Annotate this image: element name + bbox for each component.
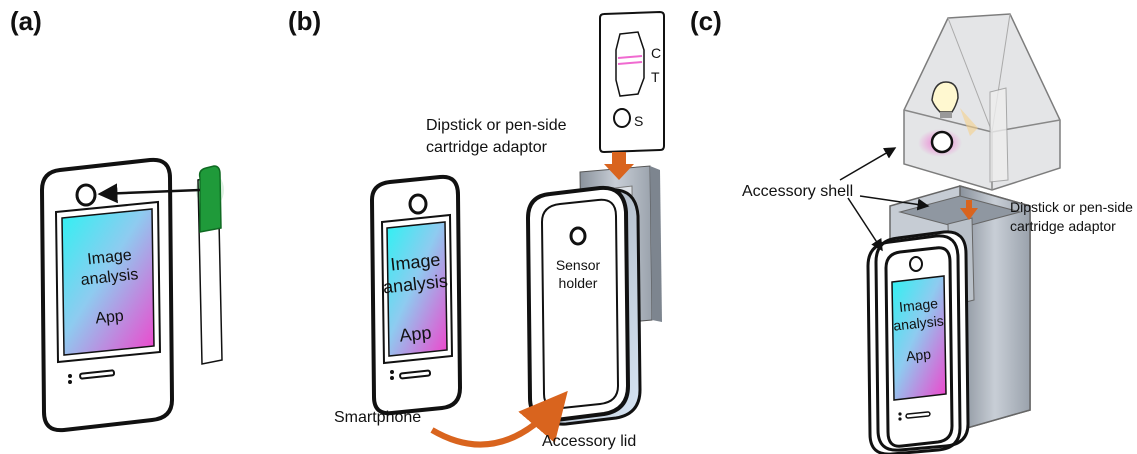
camera-icon — [909, 256, 923, 272]
cartridge-c-label: C — [651, 45, 661, 61]
label-accessory-lid: Accessory lid — [542, 433, 636, 450]
panel-b-accessory-lid: Sensor holder — [525, 185, 642, 426]
camera-icon — [408, 193, 428, 215]
panel-b-insert-arrow — [604, 152, 634, 180]
lightbulb-icon — [931, 81, 959, 113]
camera-icon — [75, 183, 97, 207]
panel-label-a: (a) — [10, 6, 42, 36]
panel-label-c: (c) — [690, 6, 722, 36]
panel-label-b: (b) — [288, 6, 321, 36]
app-text-line1: Image — [87, 247, 133, 269]
label-accessory-shell: Accessory shell — [742, 183, 853, 200]
panel-c-arrow-shell-1 — [839, 147, 897, 181]
label-dipstick-b-2: cartridge adaptor — [426, 139, 548, 156]
cartridge-t-label: T — [651, 69, 660, 85]
app-text-line1: Image — [898, 295, 939, 315]
panel-b-curved-arrow — [430, 390, 568, 448]
app-text-line3: App — [905, 346, 932, 365]
app-text-line2: analysis — [892, 312, 944, 333]
sensor-holder-label-2: holder — [559, 275, 598, 291]
app-text-line3: App — [94, 308, 124, 328]
panel-a-arrow — [97, 183, 201, 204]
label-dipstick-c-1: Dipstick or pen-side — [1010, 199, 1133, 215]
label-dipstick-b-1: Dipstick or pen-side — [426, 117, 567, 134]
panel-a-smartphone: Image analysis App — [39, 157, 175, 433]
panel-a-test-strip — [196, 165, 224, 365]
app-text-line3: App — [398, 322, 432, 345]
label-smartphone: Smartphone — [334, 409, 421, 426]
panel-c-smartphone: Image analysis App — [884, 246, 954, 448]
camera-hole-icon — [569, 226, 587, 246]
panel-c-lamp-housing — [903, 13, 1061, 191]
panel-c-arrow-shell-3 — [847, 197, 883, 252]
app-text-line2: analysis — [80, 266, 139, 289]
panel-b-cartridge: C T S — [599, 10, 665, 154]
sensor-holder-label-1: Sensor — [556, 257, 601, 273]
label-dipstick-c-2: cartridge adaptor — [1010, 218, 1116, 234]
panel-c-arrow-shell-2 — [859, 195, 930, 211]
cartridge-s-label: S — [634, 113, 643, 129]
panel-b-smartphone: Image analysis App — [369, 174, 463, 416]
